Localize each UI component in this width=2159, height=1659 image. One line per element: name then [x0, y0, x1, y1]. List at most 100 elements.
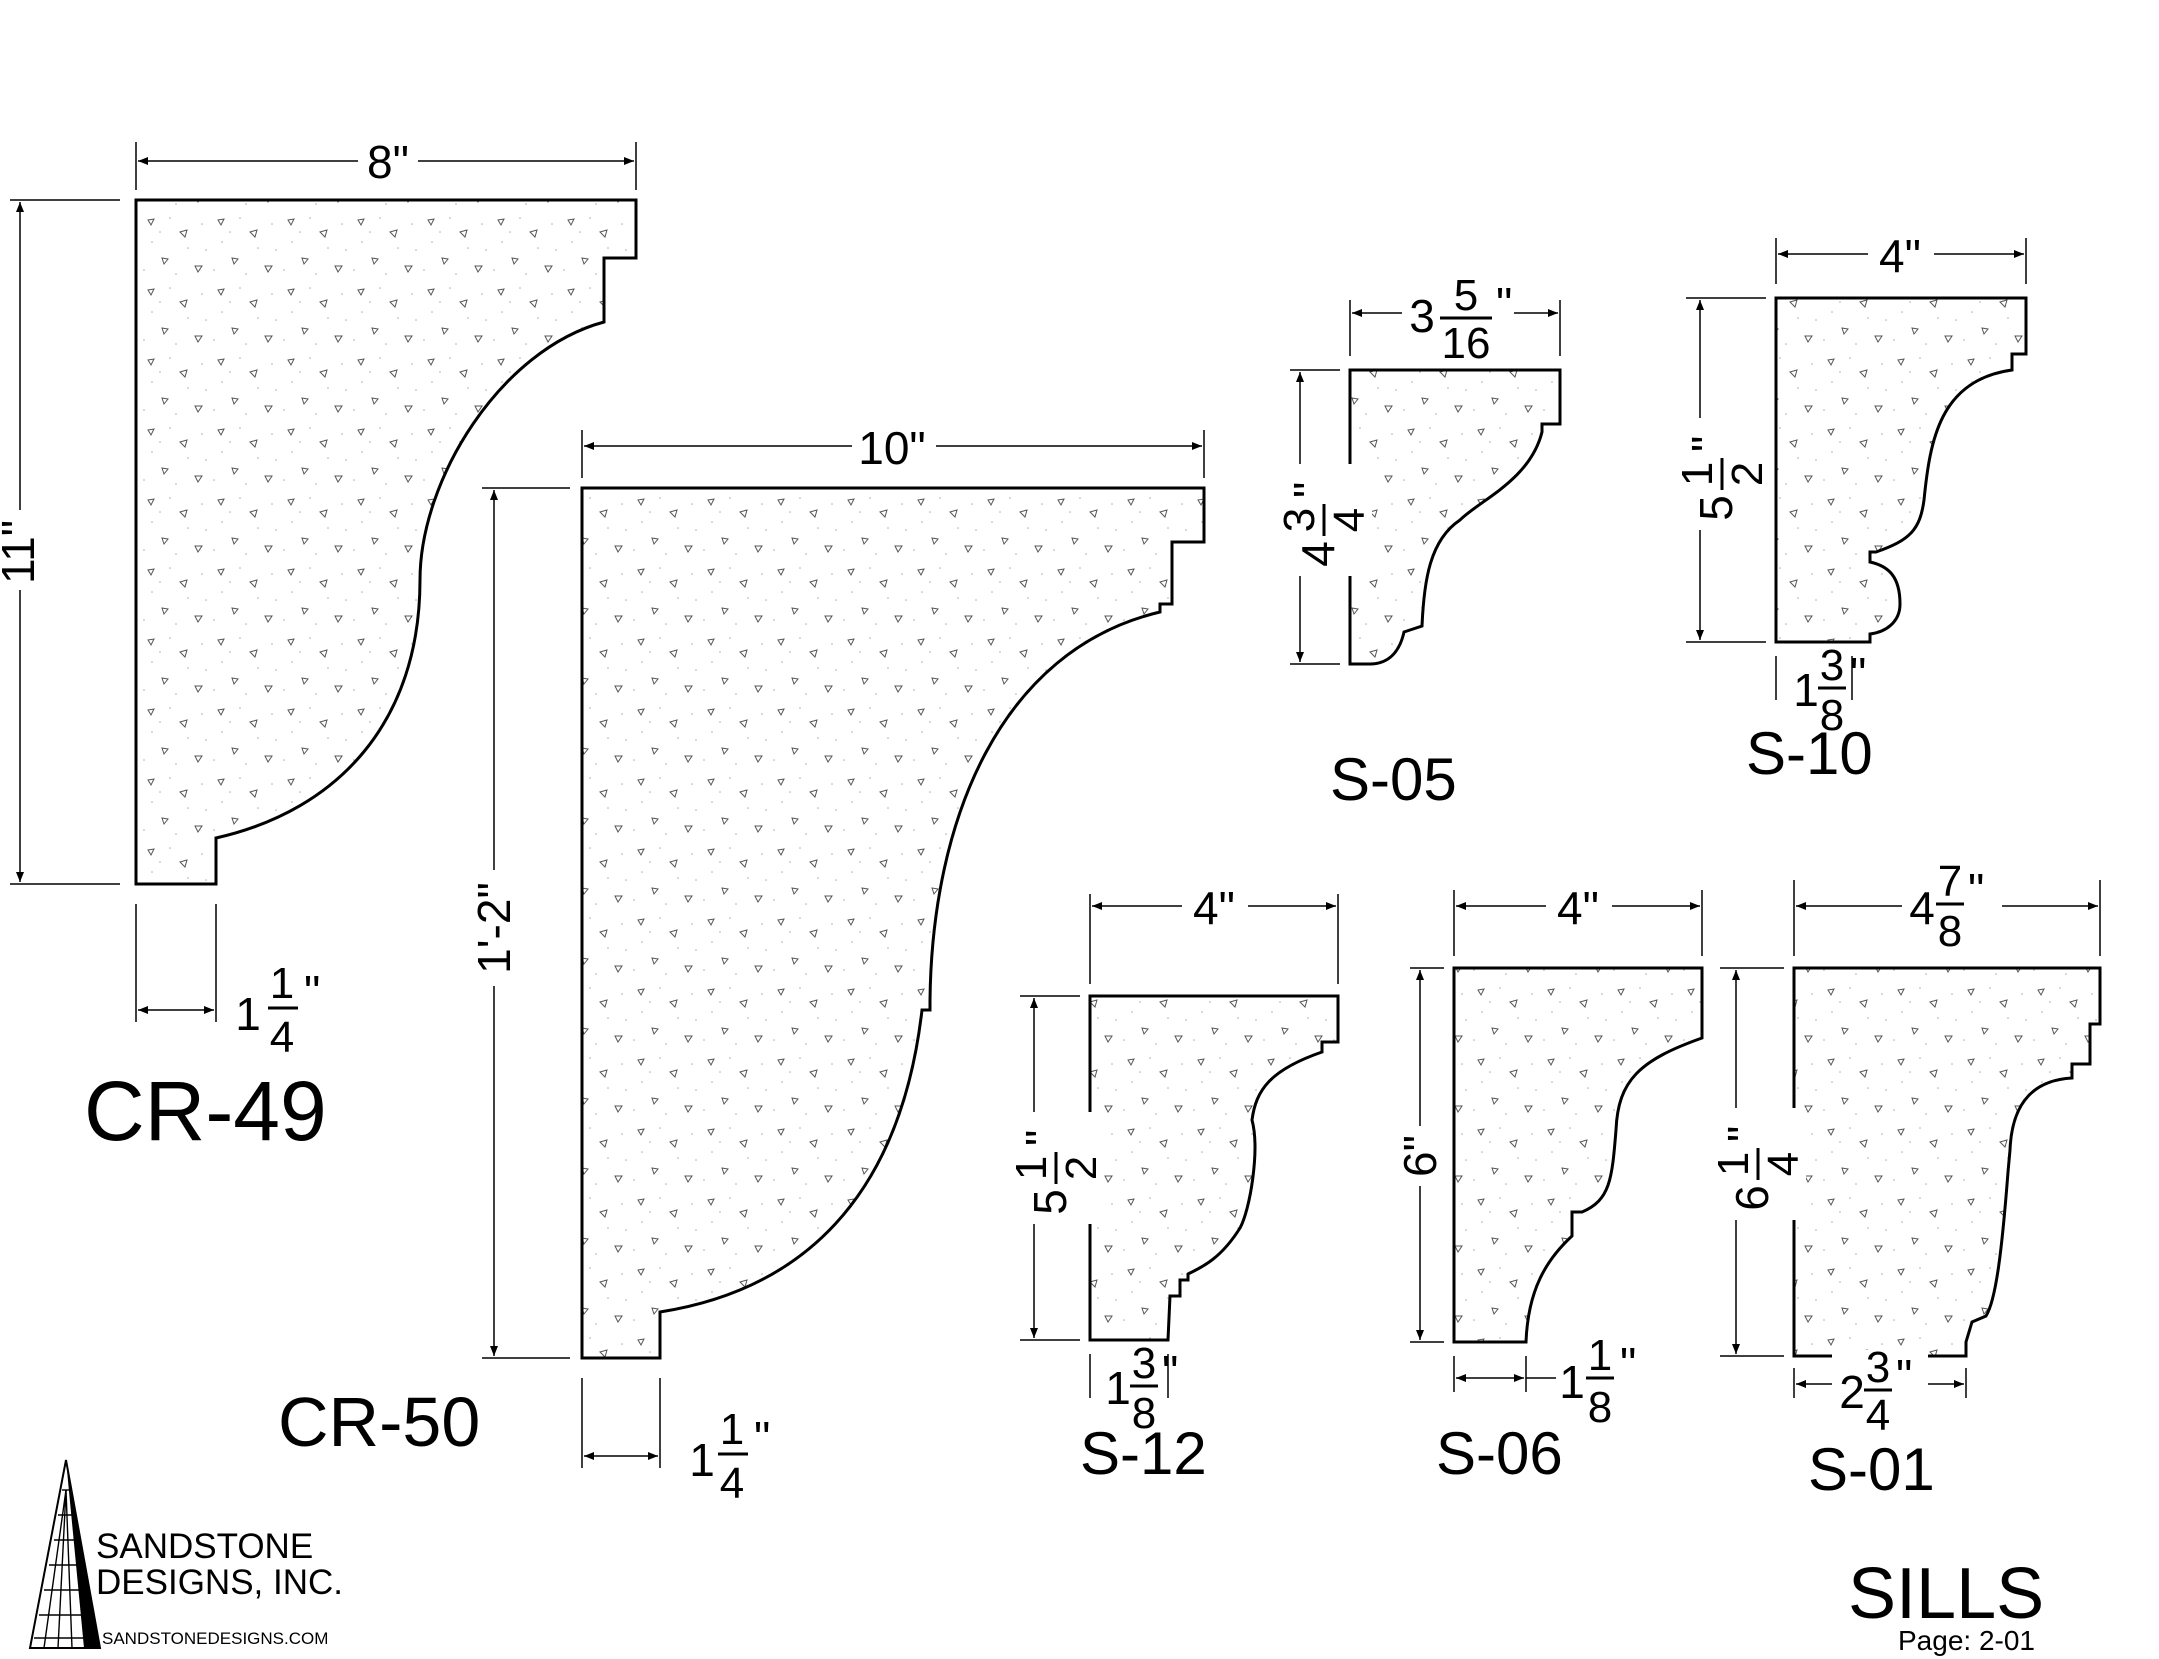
s-12-height-value: 5 1 2 " — [1007, 1112, 1106, 1224]
svg-text:8: 8 — [1132, 1389, 1156, 1438]
profile-s-10: 4 " 5 1 2 " 1 3 8 " S-10 — [1673, 230, 2028, 787]
s-05-width-value: 3 5 16 " — [1402, 271, 1514, 368]
s-10-height-value: 5 1 2 " — [1673, 418, 1772, 530]
svg-text:": " — [1682, 436, 1734, 452]
svg-text:10": 10" — [858, 422, 926, 474]
svg-text:1: 1 — [689, 1434, 715, 1486]
svg-text:1: 1 — [270, 959, 294, 1008]
svg-text:3: 3 — [1275, 508, 1324, 532]
s-06-outline — [1452, 966, 1704, 1344]
profile-s-01: 4 7 8 " 6 1 4 " 2 3 4 " S-01 — [1709, 857, 2102, 1503]
svg-text:8: 8 — [1938, 907, 1962, 956]
svg-text:4: 4 — [1292, 541, 1344, 567]
s-01-label: S-01 — [1808, 1436, 1935, 1503]
s-12-label: S-12 — [1080, 1420, 1207, 1487]
svg-text:6: 6 — [1726, 1185, 1778, 1211]
svg-text:3: 3 — [1820, 641, 1844, 690]
svg-text:1: 1 — [720, 1405, 744, 1454]
s-01-width-value: 4 7 8 " — [1902, 857, 2002, 956]
svg-text:": " — [754, 1412, 770, 1464]
s-06-width-value: 4 — [1557, 882, 1583, 934]
s-12-outline — [1088, 994, 1340, 1342]
profile-s-06: 4" 6" 1 1 8 " S-06 — [1394, 882, 1704, 1487]
svg-text:6": 6" — [1394, 1135, 1446, 1177]
svg-text:4: 4 — [1866, 1391, 1890, 1440]
svg-text:4: 4 — [720, 1459, 744, 1508]
s-05-height-value: 4 3 4 " — [1275, 464, 1374, 576]
s-10-width-value: 4 — [1879, 230, 1905, 282]
svg-text:8: 8 — [1588, 1383, 1612, 1432]
s-10-base-value: 1 3 8 " — [1793, 641, 1866, 740]
svg-text:1: 1 — [1105, 1362, 1131, 1414]
s-05-outline — [1348, 368, 1562, 666]
svg-text:": " — [1162, 1346, 1178, 1398]
svg-text:1: 1 — [1559, 1356, 1585, 1408]
svg-text:7: 7 — [1938, 857, 1962, 906]
s-06-height-value: 6 — [1394, 1151, 1446, 1177]
cr-50-base-value: 1 1 4 " — [689, 1405, 770, 1508]
cr-50-height-value: 1'-2 — [468, 899, 520, 974]
svg-text:": " — [1284, 482, 1336, 498]
cr-50-outline — [580, 486, 1206, 1360]
cr-49-width-value: 8 — [367, 136, 393, 188]
svg-text:4: 4 — [270, 1013, 294, 1062]
s-12-base-value: 1 3 8 " — [1105, 1339, 1178, 1438]
svg-text:4: 4 — [1909, 882, 1935, 934]
s-10-outline — [1774, 296, 2028, 644]
svg-text:": " — [1496, 278, 1512, 330]
svg-text:5: 5 — [1024, 1189, 1076, 1215]
sheet-title: SILLS — [1848, 1554, 2044, 1634]
s-12-width-value: 4 — [1193, 882, 1219, 934]
profile-s-12: 4" 5 1 2 " 1 3 8 " S-12 — [1007, 882, 1340, 1487]
cr-49-base-value: 1 1 4 " — [235, 959, 320, 1062]
profile-s-05: 3 5 16 " 4 3 4 " S-05 — [1275, 271, 1562, 813]
svg-text:": " — [1620, 1338, 1636, 1390]
svg-text:3: 3 — [1132, 1339, 1156, 1388]
svg-text:1: 1 — [1007, 1156, 1056, 1180]
svg-text:2: 2 — [1057, 1156, 1106, 1180]
svg-text:1'-2": 1'-2" — [468, 882, 520, 974]
s-10-label: S-10 — [1746, 720, 1873, 787]
svg-text:4: 4 — [1759, 1152, 1808, 1176]
svg-text:1'-211": 1'-211" — [0, 520, 44, 584]
s-01-height-value: 6 1 4 " — [1709, 1108, 1808, 1220]
svg-text:5: 5 — [1690, 495, 1742, 521]
svg-text:2: 2 — [1723, 462, 1772, 486]
svg-text:3: 3 — [1866, 1343, 1890, 1392]
svg-text:1: 1 — [1709, 1152, 1758, 1176]
svg-text:4": 4" — [1557, 882, 1599, 934]
svg-text:1: 1 — [1588, 1331, 1612, 1380]
cr-49-label: CR-49 — [84, 1064, 327, 1158]
s-05-label: S-05 — [1330, 746, 1457, 813]
s-01-base-value: 2 3 4 " — [1832, 1343, 1928, 1440]
svg-text:": " — [1968, 864, 1984, 916]
company-name-line2: DESIGNS, INC. — [96, 1563, 343, 1602]
svg-text:4": 4" — [1193, 882, 1235, 934]
svg-text:1: 1 — [1673, 462, 1722, 486]
cr-49-outline — [134, 198, 638, 886]
cr-50-width-value: 10 — [858, 422, 909, 474]
company-logo: SANDSTONE DESIGNS, INC. SANDSTONEDESIGNS… — [28, 1459, 343, 1649]
svg-text:1: 1 — [235, 988, 261, 1040]
page-number: Page: 2-01 — [1898, 1625, 2035, 1656]
svg-text:4: 4 — [1325, 508, 1374, 532]
profile-cr-49: 8" 1'-211" 1 1 4 " CR-49 — [0, 136, 638, 1158]
s-06-label: S-06 — [1436, 1420, 1563, 1487]
profile-cr-50: 10" 1'-2" 1 1 4 " CR-50 — [278, 420, 1206, 1508]
s-01-outline — [1792, 966, 2102, 1358]
svg-text:": " — [1718, 1126, 1770, 1142]
company-name-line1: SANDSTONE — [96, 1527, 313, 1566]
svg-text:3: 3 — [1409, 290, 1435, 342]
svg-text:5: 5 — [1454, 271, 1478, 320]
cr-50-label: CR-50 — [278, 1383, 480, 1461]
svg-text:8": 8" — [367, 136, 409, 188]
svg-text:1: 1 — [1793, 664, 1819, 716]
svg-text:2: 2 — [1839, 1366, 1865, 1418]
svg-text:": " — [304, 966, 320, 1018]
svg-text:8: 8 — [1820, 691, 1844, 740]
svg-text:": " — [1850, 648, 1866, 700]
company-website: SANDSTONEDESIGNS.COM — [102, 1629, 328, 1648]
svg-text:": " — [1896, 1350, 1912, 1402]
svg-text:": " — [1016, 1130, 1068, 1146]
